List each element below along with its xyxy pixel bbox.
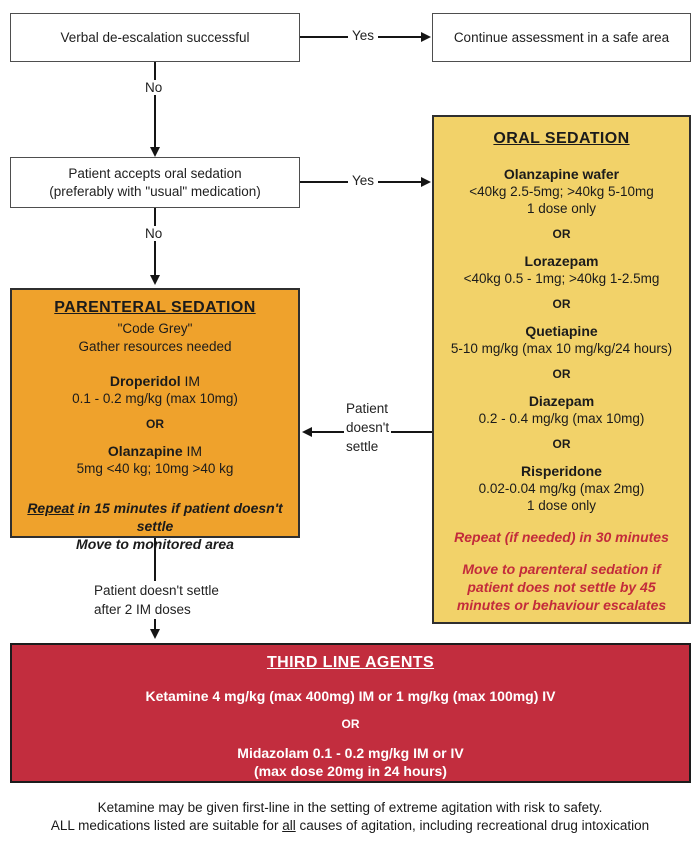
code-grey-label: "Code Grey" [117,321,193,337]
gather-resources-label: Gather resources needed [78,339,232,355]
edge-label-yes2: Yes [348,173,379,188]
parenteral-drug-olanzapine: Olanzapine IM 5mg <40 kg; 10mg >40 kg [76,443,234,477]
parenteral-sedation-title: PARENTERAL SEDATION [54,299,256,316]
arrow-right-icon [421,177,431,187]
footer-line1: Ketamine may be given first-line in the … [97,800,603,815]
node-accepts-oral-sedation: Patient accepts oral sedation (preferabl… [10,157,300,208]
midazolam-line1: Midazolam 0.1 - 0.2 mg/kg IM or IV [237,745,464,762]
oral-drug-lorazepam: Lorazepam <40kg 0.5 - 1mg; >40kg 1-2.5mg [463,253,660,287]
oral-drug-risperidone: Risperidone 0.02-0.04 mg/kg (max 2mg) 1 … [478,463,645,514]
third-line-agents-box: THIRD LINE AGENTS Ketamine 4 mg/kg (max … [10,643,691,783]
edge-label-after-doses: Patient doesn't settle after 2 IM doses [92,581,221,619]
node-continue-assessment-label: Continue assessment in a safe area [453,29,670,45]
oral-sedation-box: ORAL SEDATION Olanzapine wafer <40kg 2.5… [432,115,691,624]
node-continue-assessment: Continue assessment in a safe area [432,13,691,62]
node-verbal-deescalation: Verbal de-escalation successful [10,13,300,62]
footer-line2: ALL medications listed are suitable for … [50,818,650,833]
parenteral-sedation-box: PARENTERAL SEDATION "Code Grey" Gather r… [10,288,300,552]
arrow-right-icon [421,32,431,42]
oral-repeat-warning: Repeat (if needed) in 30 minutes [454,529,669,546]
midazolam-line2: (max dose 20mg in 24 hours) [254,763,447,780]
edge-label-yes1: Yes [348,28,379,43]
edge-label-doesnt-settle: Patient doesn't settle [344,399,392,456]
ketamine-line: Ketamine 4 mg/kg (max 400mg) IM or 1 mg/… [145,688,556,705]
footer-notes: Ketamine may be given first-line in the … [0,799,700,835]
node-accepts-oral-line2: (preferably with "usual" medication) [49,183,261,199]
edge-accept-no-line [154,208,156,276]
oral-drug-diazepam: Diazepam 0.2 - 0.4 mg/kg (max 10mg) [478,393,645,427]
node-accepts-oral-line1: Patient accepts oral sedation [68,165,242,181]
node-verbal-deescalation-label: Verbal de-escalation successful [60,29,250,45]
edge-label-no2: No [141,226,167,241]
oral-drug-quetiapine: Quetiapine 5-10 mg/kg (max 10 mg/kg/24 h… [450,323,673,357]
oral-escalate-warning: Move to parenteral sedation if patient d… [456,561,667,614]
oral-drug-olanzapine-wafer: Olanzapine wafer <40kg 2.5-5mg; >40kg 5-… [469,166,654,217]
arrow-down-icon [150,629,160,639]
or-separator: OR [552,297,571,312]
or-separator: OR [341,717,360,732]
or-separator: OR [552,227,571,242]
edge-verbal-no-line [154,62,156,148]
arrow-down-icon [150,147,160,157]
parenteral-drug-droperidol: Droperidol IM 0.1 - 0.2 mg/kg (max 10mg) [72,373,238,407]
parenteral-repeat-warning: Repeat in 15 minutes if patient doesn't … [27,500,283,535]
or-separator: OR [552,437,571,452]
arrow-down-icon [150,275,160,285]
arrow-left-icon [302,427,312,437]
third-line-title: THIRD LINE AGENTS [266,654,435,671]
or-separator: OR [146,417,164,432]
or-separator: OR [552,367,571,382]
edge-label-no1: No [141,80,167,95]
oral-sedation-title: ORAL SEDATION [493,130,630,147]
